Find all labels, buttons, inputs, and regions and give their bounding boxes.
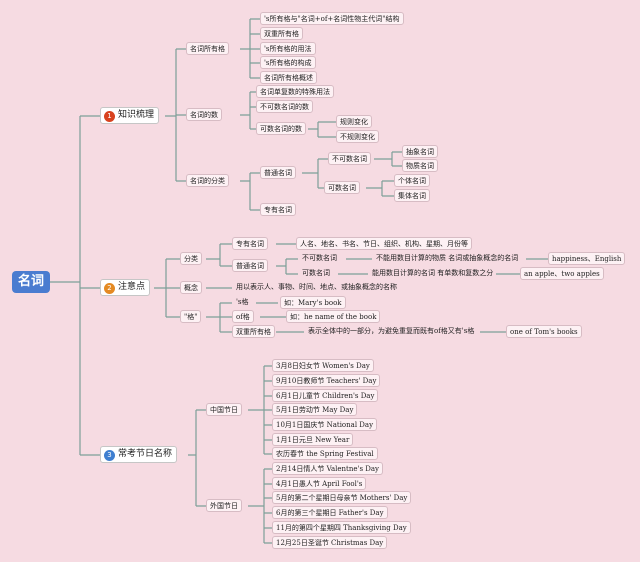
node-of-genitive: of格 (232, 310, 254, 323)
desc: 能用数目计算的名词 有单数和复数之分 (372, 269, 494, 277)
festival-item: 5月1日劳动节 May Day (272, 403, 358, 416)
festival-item: 11月的第四个星期四 Thanksgiving Day (272, 521, 411, 534)
example: an apple、two apples (520, 267, 604, 280)
leaf: 个体名词 (394, 174, 430, 187)
node-classification: 名词的分类 (186, 174, 229, 187)
section-3-badge: 3 (104, 450, 115, 461)
leaf: 名词单复数的特殊用法 (256, 85, 334, 98)
desc: 表示全体中的一部分，为避免重复而既有of格又有's格 (308, 327, 475, 335)
festival-item: 5月的第二个星期日母亲节 Mothers' Day (272, 491, 412, 504)
section-1-title: 知识梳理 (118, 110, 155, 120)
leaf: 名词所有格概述 (260, 71, 317, 84)
leaf: 抽象名词 (402, 145, 438, 158)
node-classify: 分类 (180, 252, 202, 265)
desc: 人名、地名、书名、节日、组织、机构、星期、月份等 (296, 237, 472, 250)
node-double-genitive: 双重所有格 (232, 325, 275, 338)
desc: 不能用数目计算的物质 名词或抽象概念的名词 (376, 254, 519, 262)
example: happiness、English (548, 252, 626, 265)
leaf: 不可数名词的数 (256, 100, 313, 113)
example: one of Tom's books (506, 325, 582, 338)
section-2-badge: 2 (104, 283, 115, 294)
node-possessive: 名词所有格 (186, 42, 229, 55)
node-proper-noun: 专有名词 (260, 203, 296, 216)
festival-item: 6月的第三个星期日 Father's Day (272, 506, 388, 519)
node-uncountable-note: 不可数名词 (302, 254, 337, 262)
node-countable-note: 可数名词 (302, 269, 330, 277)
root-node: 名词 (12, 271, 50, 293)
node-foreign-festivals: 外国节日 (206, 499, 242, 512)
leaf: 双重所有格 (260, 27, 303, 40)
section-2-title: 注意点 (118, 282, 146, 292)
leaf: 's所有格与"名词+of+名词性物主代词"结构 (260, 12, 404, 25)
festival-item: 12月25日圣诞节 Christmas Day (272, 536, 388, 549)
festival-item: 1月1日元旦 New Year (272, 433, 354, 446)
section-1-badge: 1 (104, 111, 115, 122)
section-3-title: 常考节日名称 (118, 449, 173, 459)
node-number: 名词的数 (186, 108, 222, 121)
node-genitive: "格" (180, 310, 202, 323)
node-countable-number: 可数名词的数 (256, 122, 306, 135)
leaf: 's所有格的用法 (260, 42, 316, 55)
example: 如：he name of the book (286, 310, 381, 323)
festival-item: 2月14日情人节 Valentne's Day (272, 462, 384, 475)
node-proper: 专有名词 (232, 237, 268, 250)
node-s-genitive: 's格 (236, 298, 249, 306)
festival-item: 6月1日儿童节 Children's Day (272, 389, 379, 402)
festival-item: 10月1日国庆节 National Day (272, 418, 378, 431)
leaf: 规则变化 (336, 115, 372, 128)
leaf: 不规则变化 (336, 130, 379, 143)
example: 如：Mary's book (280, 296, 346, 309)
node-common-noun: 普通名词 (260, 166, 296, 179)
node-countable: 可数名词 (324, 181, 360, 194)
node-concept: 概念 (180, 281, 202, 294)
node-chinese-festivals: 中国节日 (206, 403, 242, 416)
festival-item: 3月8日妇女节 Women's Day (272, 359, 374, 372)
node-common: 普通名词 (232, 259, 268, 272)
festival-item: 农历春节 the Spring Festival (272, 447, 378, 460)
leaf: 's所有格的构成 (260, 56, 316, 69)
festival-item: 4月1日愚人节 April Fool's (272, 477, 367, 490)
leaf: 集体名词 (394, 189, 430, 202)
festival-item: 9月10日教师节 Teachers' Day (272, 374, 381, 387)
desc: 用以表示人、事物、时间、地点、或抽象概念的名称 (236, 283, 397, 291)
leaf: 物质名词 (402, 159, 438, 172)
node-uncountable: 不可数名词 (328, 152, 371, 165)
